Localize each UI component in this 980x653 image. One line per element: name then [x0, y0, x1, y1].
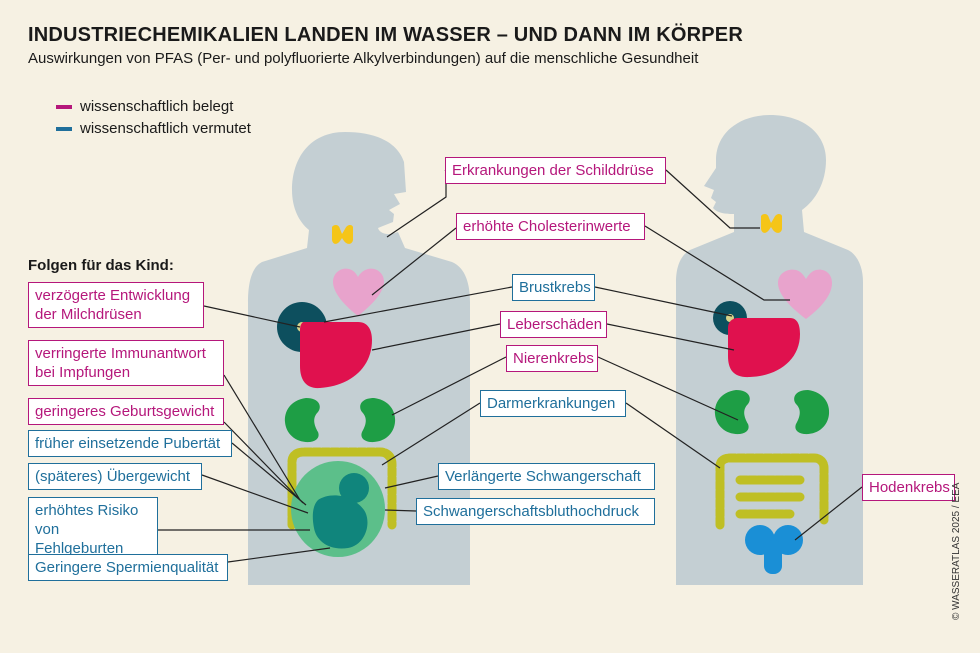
label-milchdruesen: verzögerte Entwicklung der Milchdrüsen — [28, 282, 204, 328]
male-kidney-left-icon — [714, 390, 750, 435]
page-title: INDUSTRIECHEMIKALIEN LANDEN IM WASSER – … — [28, 24, 743, 46]
legend-swatch-belegt — [56, 104, 72, 109]
label-cholesterin: erhöhte Cholesterinwerte — [456, 213, 645, 240]
male-liver-icon — [728, 318, 800, 378]
label-pubertaet: früher einsetzende Pubertät — [28, 430, 232, 457]
female-heart-icon — [333, 268, 384, 316]
male-intestine-icon — [715, 453, 829, 530]
male-thyroid-icon — [761, 213, 782, 233]
male-kidney-right-icon — [794, 390, 830, 435]
legend-swatch-vermutet — [56, 126, 72, 131]
label-schwangerschaft: Verlängerte Schwangerschaft — [438, 463, 655, 490]
label-hodenkrebs: Hodenkrebs — [862, 474, 955, 501]
label-spermienqualitaet: Geringere Spermienqualität — [28, 554, 228, 581]
copyright-note: © WASSERATLAS 2025 / EEA — [951, 482, 962, 620]
legend-label-vermutet: wissenschaftlich vermutet — [80, 120, 251, 137]
female-liver-icon — [300, 322, 372, 389]
label-geburtsgewicht: geringeres Geburtsgewicht — [28, 398, 224, 425]
label-immunantwort: verringerte Immunantwort bei Impfungen — [28, 340, 224, 386]
page-subtitle: Auswirkungen von PFAS (Per- und polyfluo… — [28, 50, 699, 67]
label-bluthochdruck: Schwangerschaftsbluthochdruck — [416, 498, 655, 525]
connector-lines — [158, 169, 863, 563]
label-brustkrebs: Brustkrebs — [512, 274, 595, 301]
female-kidney-left-icon — [284, 398, 320, 443]
male-heart-icon — [778, 269, 832, 319]
label-nierenkrebs: Nierenkrebs — [506, 345, 598, 372]
legend-label-belegt: wissenschaftlich belegt — [80, 98, 234, 115]
label-uebergewicht: (späteres) Übergewicht — [28, 463, 202, 490]
fetus-icon — [312, 473, 369, 549]
female-thyroid-icon — [332, 224, 353, 244]
female-kidney-right-icon — [360, 398, 396, 443]
label-leberschaeden: Leberschäden — [500, 311, 607, 338]
legend-item-belegt: wissenschaftlich belegt — [56, 98, 233, 115]
male-testes-icon — [745, 525, 803, 574]
label-schilddruese: Erkrankungen der Schilddrüse — [445, 157, 666, 184]
label-fehlgeburten: erhöhtes Risiko von Fehlgeburten — [28, 497, 158, 562]
legend-item-vermutet: wissenschaftlich vermutet — [56, 120, 251, 137]
label-darmerkrankungen: Darmerkrankungen — [480, 390, 626, 417]
kind-heading: Folgen für das Kind: — [28, 257, 174, 274]
